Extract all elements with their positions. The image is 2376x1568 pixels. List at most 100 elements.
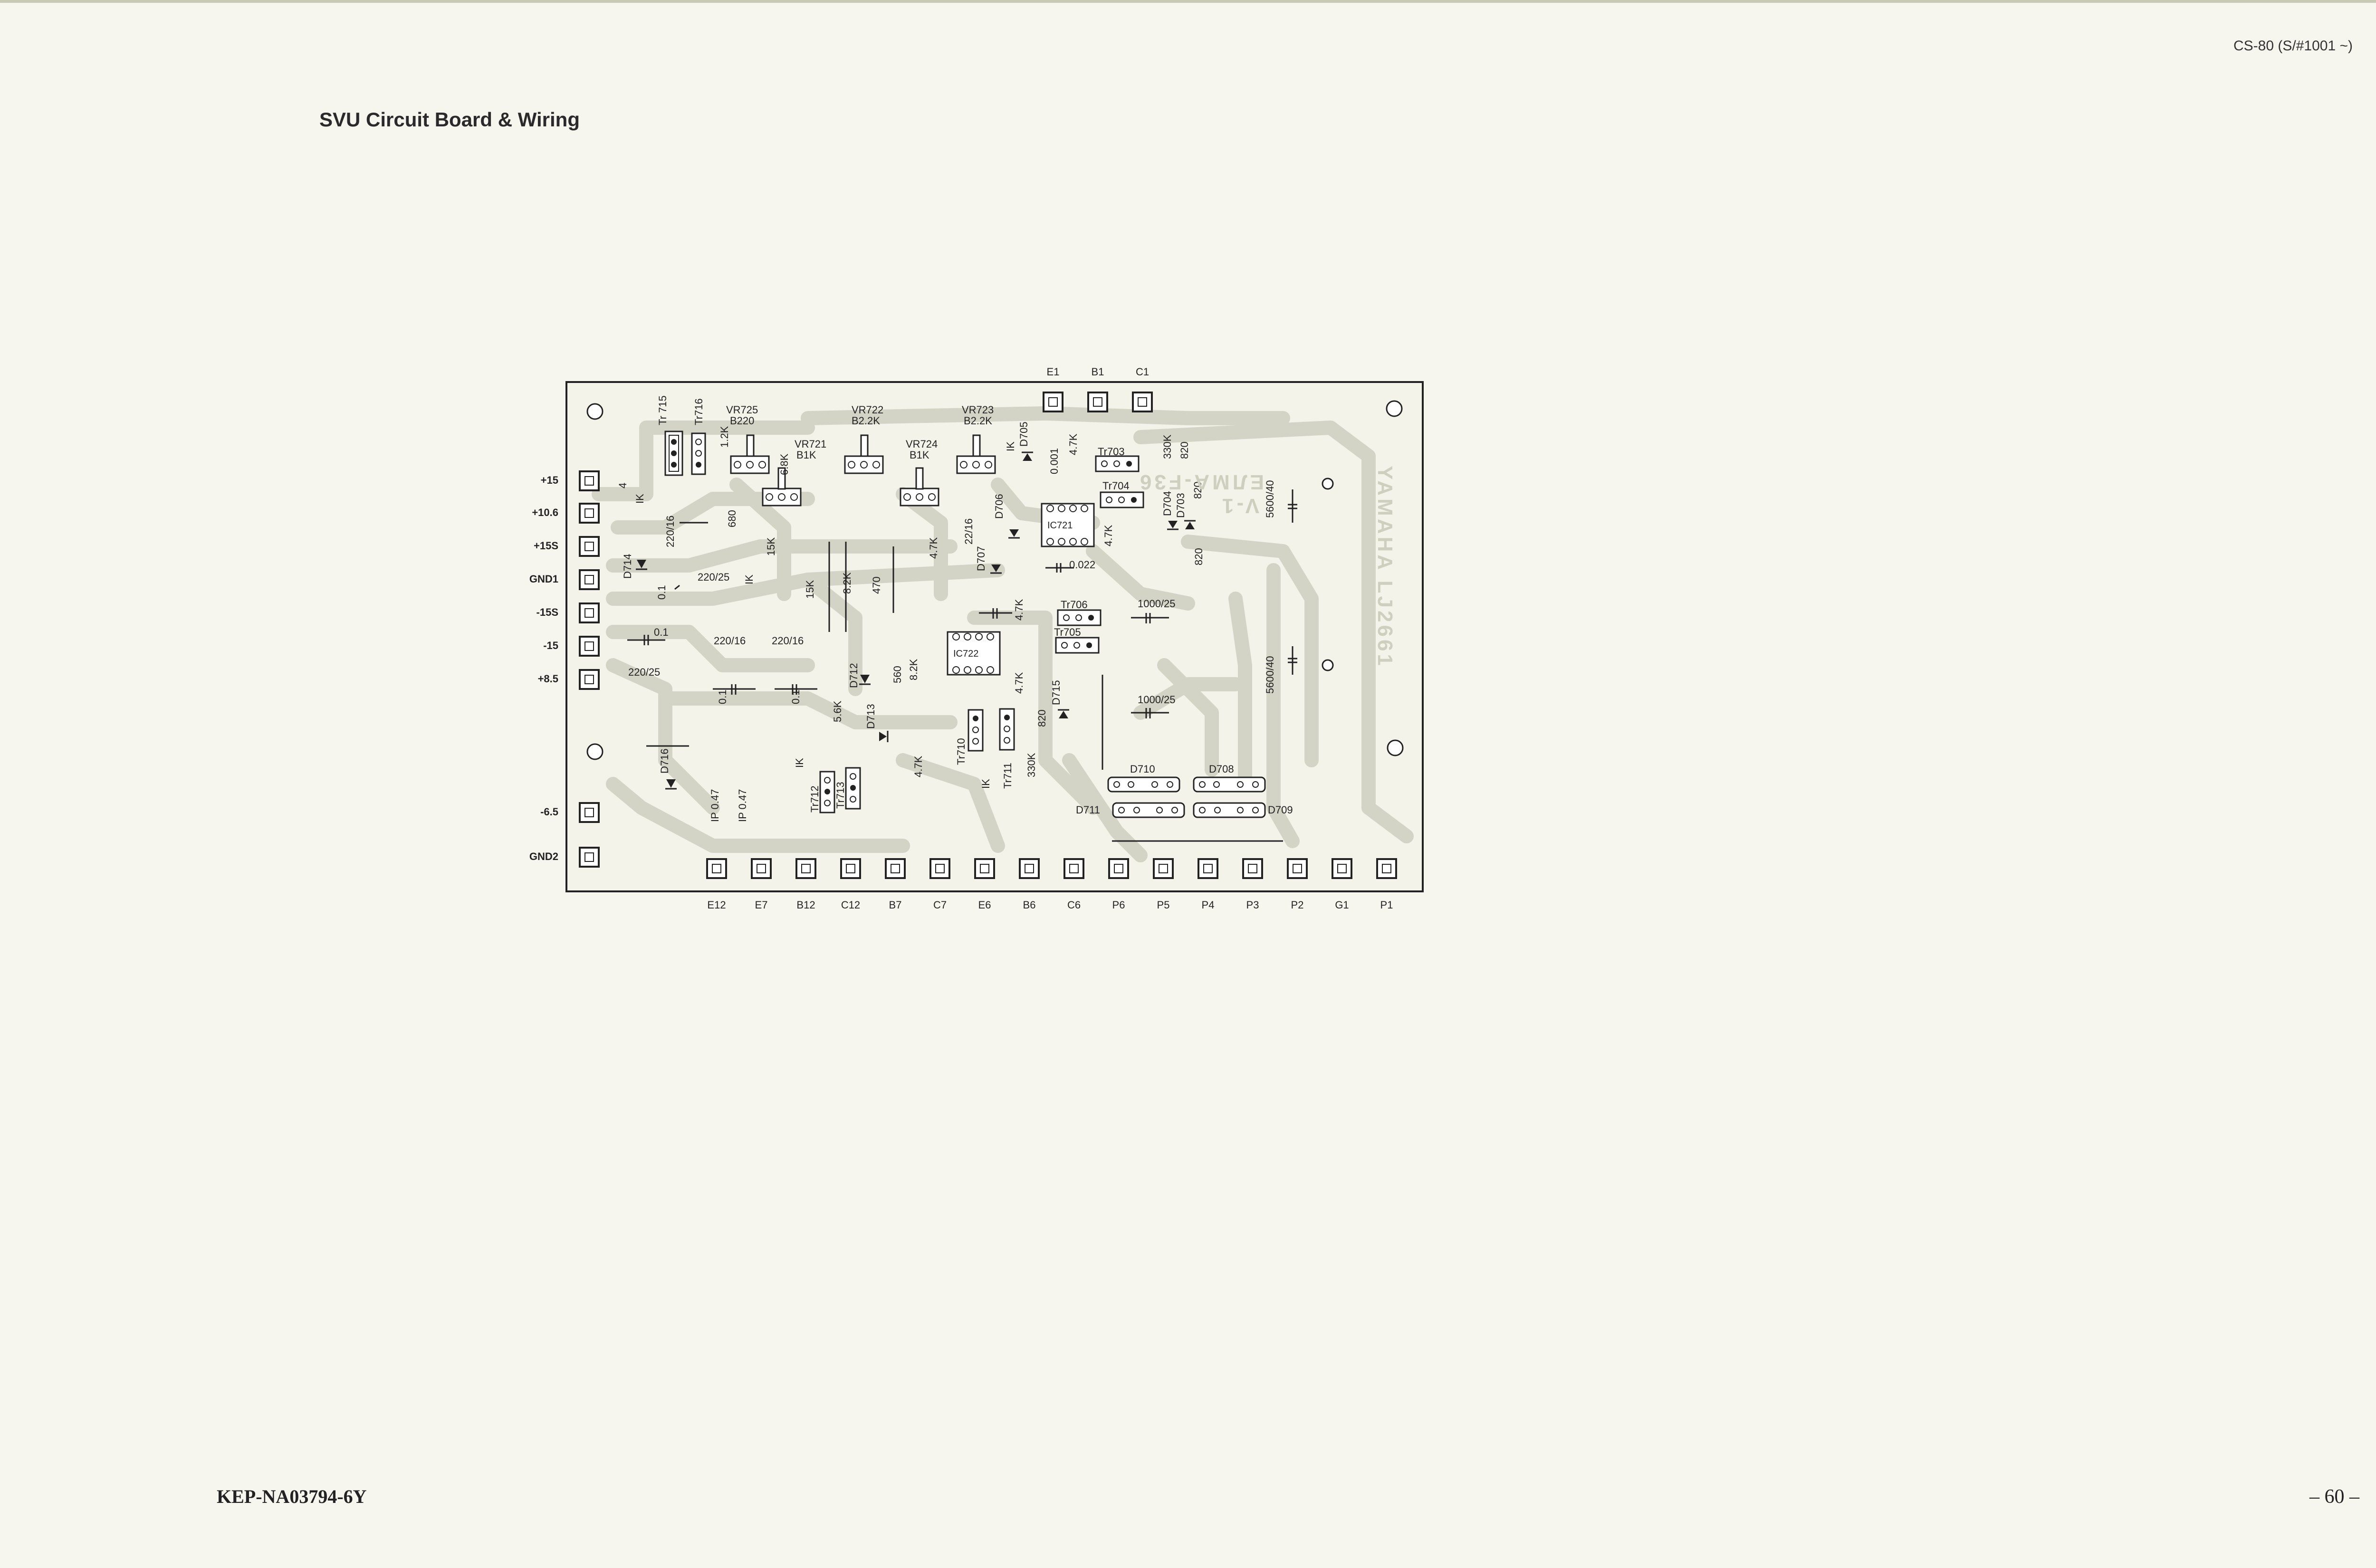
svg-text:D716: D716 — [659, 748, 671, 774]
svg-text:P6: P6 — [1112, 899, 1125, 911]
svg-text:Tr705: Tr705 — [1054, 626, 1081, 638]
svg-text:IC722: IC722 — [953, 649, 978, 659]
svg-text:-15: -15 — [543, 640, 558, 651]
svg-text:4.7K: 4.7K — [912, 755, 924, 777]
transistor-tr705: Tr705 — [1054, 626, 1100, 654]
svg-text:560: 560 — [891, 666, 903, 683]
svg-text:D710: D710 — [1130, 763, 1155, 775]
svg-text:220/16: 220/16 — [664, 516, 676, 547]
svg-text:E12: E12 — [707, 899, 726, 911]
svg-text:+8.5: +8.5 — [538, 673, 558, 685]
terminal-p3: P3 — [1242, 858, 1263, 911]
terminal-b1: B1 — [1087, 366, 1108, 412]
svg-text:4.7K: 4.7K — [1013, 672, 1025, 694]
svg-text:0.1: 0.1 — [654, 626, 669, 638]
passive-symbols — [627, 489, 1297, 842]
svg-text:E1: E1 — [1047, 366, 1060, 378]
terminal-p2: P2 — [1287, 858, 1308, 911]
transistor-tr706: Tr706 — [1057, 599, 1102, 626]
terminal-c1: C1 — [1132, 366, 1153, 412]
svg-text:1000/25: 1000/25 — [1138, 598, 1176, 610]
svg-text:D712: D712 — [848, 663, 860, 688]
terminal-g1: G1 — [1332, 858, 1352, 911]
transistor-tr703: Tr703 — [1095, 446, 1140, 472]
component-labels: 1.2K 680 IK 15K 6.8K 15K 8.2K 470 4.7K I… — [617, 426, 1276, 822]
svg-text:IC721: IC721 — [1047, 520, 1073, 531]
svg-text:680: 680 — [726, 510, 738, 527]
svg-text:E7: E7 — [755, 899, 768, 911]
svg-text:C6: C6 — [1067, 899, 1081, 911]
svg-text:6.8K: 6.8K — [778, 453, 790, 475]
svg-text:Tr713: Tr713 — [834, 782, 846, 809]
svg-text:D713: D713 — [865, 704, 877, 729]
svg-text:P1: P1 — [1380, 899, 1393, 911]
svg-text:D711: D711 — [1076, 804, 1100, 816]
svg-text:VR723: VR723 — [962, 404, 994, 416]
svg-text:VR721: VR721 — [795, 438, 826, 450]
svg-text:IP 0.47: IP 0.47 — [737, 789, 748, 822]
svg-text:D714: D714 — [622, 554, 633, 579]
svg-text:B6: B6 — [1023, 899, 1036, 911]
model-label: CS-80 (S/#1001 ~) — [2233, 38, 2353, 54]
terminal-b6: B6 — [1019, 858, 1040, 911]
svg-text:220/16: 220/16 — [772, 635, 804, 647]
svg-text:VR725: VR725 — [726, 404, 758, 416]
terminal-e1: E1 — [1043, 366, 1063, 412]
svg-text:1000/25: 1000/25 — [1138, 694, 1176, 706]
svg-text:IK: IK — [794, 758, 805, 768]
diode-d705: D705 — [1018, 421, 1033, 461]
svg-text:470: 470 — [871, 576, 882, 594]
svg-text:8.2K: 8.2K — [841, 572, 853, 594]
diode-d707: D707 — [975, 546, 1002, 574]
svg-text:Tr711: Tr711 — [1002, 763, 1014, 789]
svg-text:8.2K: 8.2K — [908, 659, 920, 680]
terminal-minus6-5: -6.5 — [540, 802, 600, 823]
svg-text:C12: C12 — [841, 899, 860, 911]
svg-text:B12: B12 — [796, 899, 815, 911]
svg-text:Tr710: Tr710 — [955, 738, 967, 765]
svg-text:IK: IK — [743, 574, 755, 584]
svg-text:D707: D707 — [975, 546, 987, 571]
svg-text:P3: P3 — [1246, 899, 1259, 911]
svg-text:B1K: B1K — [910, 449, 929, 461]
transistor-tr710: Tr710 — [955, 709, 984, 765]
svg-text:D706: D706 — [993, 494, 1005, 519]
terminal-c12: C12 — [840, 858, 861, 911]
transistor-tr712: Tr712 — [809, 771, 835, 813]
integrated-circuits: IC721 IC722 — [947, 503, 1095, 676]
svg-text:G1: G1 — [1335, 899, 1349, 911]
transistor-tr711: Tr711 — [999, 708, 1015, 789]
svg-text:E6: E6 — [978, 899, 991, 911]
svg-text:Tr 715: Tr 715 — [657, 395, 669, 425]
terminal-plus10-6: +10.6 — [532, 503, 600, 524]
page-title: SVU Circuit Board & Wiring — [319, 108, 580, 131]
svg-text:B220: B220 — [730, 415, 754, 427]
terminal-p4: P4 — [1198, 858, 1218, 911]
svg-text:Tr712: Tr712 — [809, 785, 821, 813]
svg-text:VR722: VR722 — [852, 404, 883, 416]
terminal-gnd1: GND1 — [529, 569, 600, 590]
svg-text:+15: +15 — [541, 474, 558, 486]
svg-text:4.7K: 4.7K — [1067, 433, 1079, 455]
svg-text:0.1: 0.1 — [790, 689, 802, 704]
transistor-tr715: Tr 715 — [657, 395, 683, 476]
svg-text:4.7K: 4.7K — [928, 537, 939, 559]
transistors: Tr 715 Tr716 Tr703 Tr704 Tr706 Tr705 — [657, 395, 1144, 813]
svg-text:Tr716: Tr716 — [693, 398, 705, 425]
terminal-e12: E12 — [706, 858, 727, 911]
svg-text:330K: 330K — [1161, 434, 1173, 459]
left-terminals: +15 +10.6 +15S GND1 -15S -15 +8.5 -6.5 G… — [529, 470, 600, 868]
trimmer-vr724: VR724 B1K — [900, 438, 939, 507]
terminal-b12: B12 — [795, 858, 816, 911]
svg-text:Tr703: Tr703 — [1098, 446, 1125, 458]
svg-text:B2.2K: B2.2K — [964, 415, 992, 427]
svg-text:IK: IK — [634, 494, 646, 504]
svg-text:-15S: -15S — [537, 606, 558, 618]
svg-text:220/25: 220/25 — [698, 571, 729, 583]
svg-text:5.6K: 5.6K — [832, 700, 843, 722]
terminal-plus15s: +15S — [534, 536, 600, 557]
diode-d714: D714 — [622, 554, 647, 579]
svg-text:820: 820 — [1178, 441, 1190, 459]
terminal-p5: P5 — [1153, 858, 1174, 911]
